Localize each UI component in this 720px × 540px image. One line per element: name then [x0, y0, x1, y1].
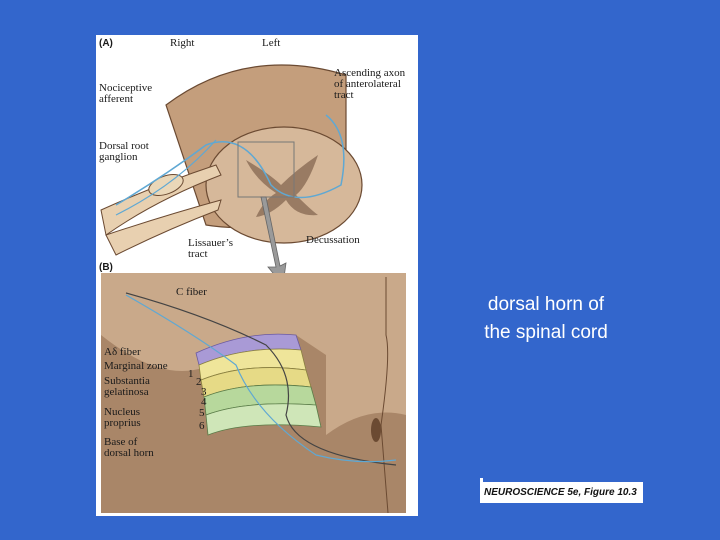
caption-text: dorsal horn of the spinal cord — [484, 294, 608, 343]
label-left: Left — [262, 37, 281, 49]
panel-b-label: (B) — [99, 262, 113, 273]
figure-drawing — [100, 64, 406, 514]
lamina-number: 5 — [199, 407, 205, 419]
label-a-delta-fiber: Aδ fiber — [104, 346, 141, 358]
label-dorsal-root-ganglion: Dorsal root ganglion — [99, 140, 149, 163]
label-decussation: Decussation — [306, 234, 360, 246]
label-ascending-axon: Ascending axon of anterolateral tract — [334, 67, 406, 101]
lamina-number: 4 — [201, 396, 207, 408]
label-nucleus-proprius: Nucleus proprius — [104, 406, 141, 429]
label-base-dorsal-horn: Base of dorsal horn — [104, 436, 154, 459]
label-lissauer-tract: Lissauer’s tract — [188, 237, 234, 260]
label-substantia-gelatinosa: Substantia gelatinosa — [104, 375, 150, 398]
dorsal-horn-illustration — [101, 273, 406, 514]
neuroscience-figure: (A) Right Left Ascending axon of anterol… — [96, 35, 418, 516]
label-c-fiber: C fiber — [176, 286, 207, 298]
lamina-number: 2 — [196, 376, 202, 388]
label-nociceptive-afferent: Nociceptive afferent — [99, 82, 153, 105]
panel-a-label: (A) — [99, 38, 113, 49]
lamina-number: 6 — [199, 420, 205, 432]
credit-tick — [480, 478, 483, 482]
label-marginal-zone: Marginal zone — [104, 360, 168, 372]
spinal-cord-illustration — [100, 64, 363, 286]
lamina-number: 1 — [188, 368, 194, 380]
slide-caption: dorsal horn of the spinal cord — [466, 291, 626, 347]
figure-credit: NEUROSCIENCE 5e, Figure 10.3 — [480, 478, 643, 503]
label-right: Right — [170, 37, 195, 49]
credit-text: NEUROSCIENCE 5e, Figure 10.3 — [484, 487, 637, 498]
lamina-number: 3 — [201, 386, 207, 398]
